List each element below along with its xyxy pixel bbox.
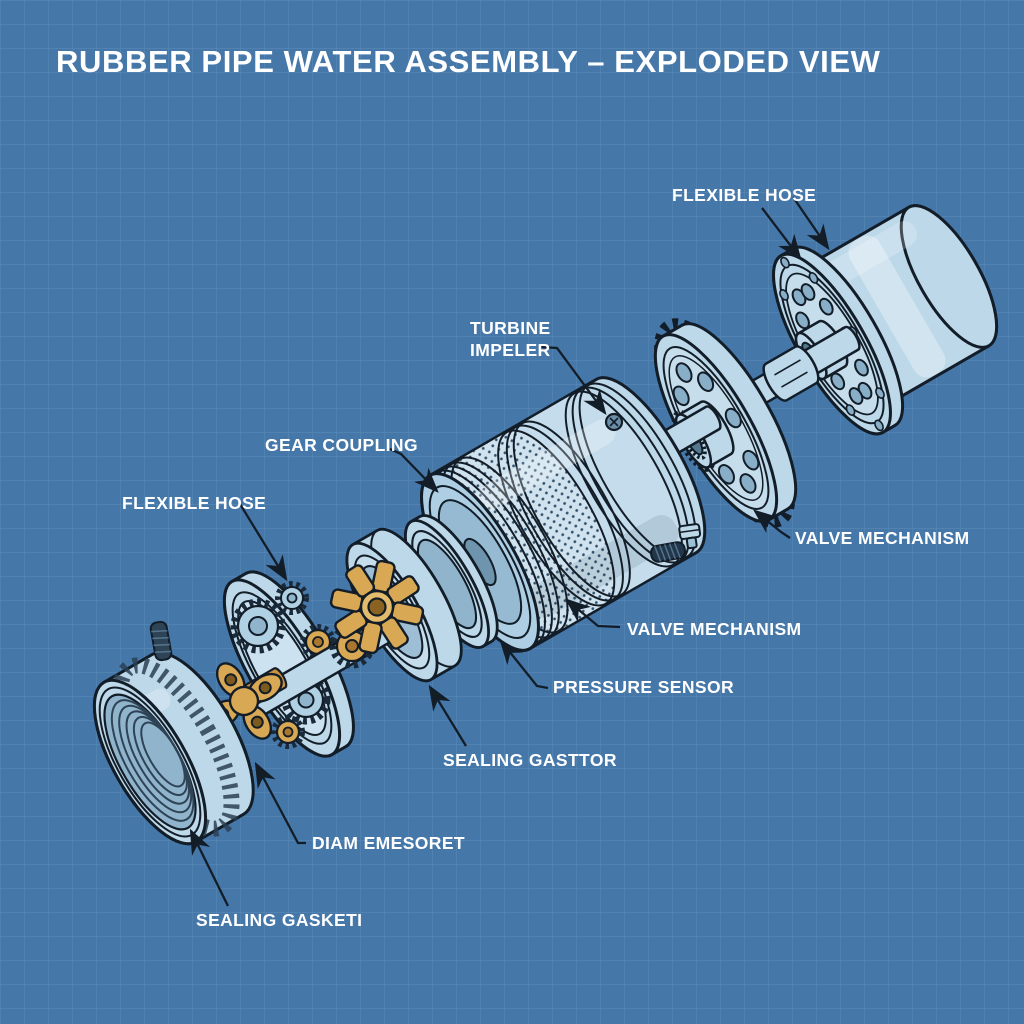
shaft-hex-coupling [762, 345, 820, 402]
leader-sealing-gasttor [428, 684, 467, 747]
leader-flexible-hose-top-2 [792, 196, 830, 251]
label-valve-mechanism-mid: VALVE MECHANISM [627, 619, 802, 639]
planet-gear-blue-3 [275, 581, 309, 615]
part-threaded-stud [649, 541, 687, 563]
part-turbine-impeller [329, 559, 425, 655]
label-flexible-hose-top: FLEXIBLE HOSE [672, 185, 816, 205]
label-pressure-sensor: PRESSURE SENSOR [553, 677, 734, 697]
leader-sealing-gasketi [189, 828, 230, 907]
part-set-screw [604, 412, 624, 432]
leader-valve-mechanism-right [753, 509, 791, 539]
leader-valve-mechanism-mid [565, 598, 621, 629]
leader-gear-coupling [389, 447, 439, 493]
label-sealing-gasketi: SEALING GASKETI [196, 910, 362, 930]
leader-turbine-impeller [539, 345, 607, 416]
page-title: RUBBER PIPE WATER ASSEMBLY – EXPLODED VI… [56, 44, 881, 79]
planet-gear-brass-2 [271, 715, 305, 749]
part-hex-bolt [678, 523, 702, 550]
label-turbine-impeller-line1: TURBINE [470, 318, 551, 338]
part-threaded-collar [92, 651, 255, 846]
label-gear-coupling: GEAR COUPLING [265, 435, 418, 455]
leader-flexible-hose-left [239, 503, 288, 582]
part-hose-cylinder [420, 376, 707, 652]
label-valve-mechanism-right: VALVE MECHANISM [795, 528, 970, 548]
label-flexible-hose-left: FLEXIBLE HOSE [122, 493, 266, 513]
planet-gear-blue-1 [230, 598, 286, 654]
part-spring-pin [149, 620, 173, 662]
leader-diam-emesoret [254, 761, 306, 845]
leader-lines [189, 196, 830, 907]
inner-threads [110, 699, 195, 822]
label-sealing-gasttor: SEALING GASTTOR [443, 750, 617, 770]
label-turbine-impeller-line2: IMPELER [470, 340, 551, 360]
label-diam-emesoret: DIAM EMESORET [312, 833, 465, 853]
leader-pressure-sensor [499, 639, 549, 690]
leader-flexible-hose-top-1 [761, 207, 802, 261]
